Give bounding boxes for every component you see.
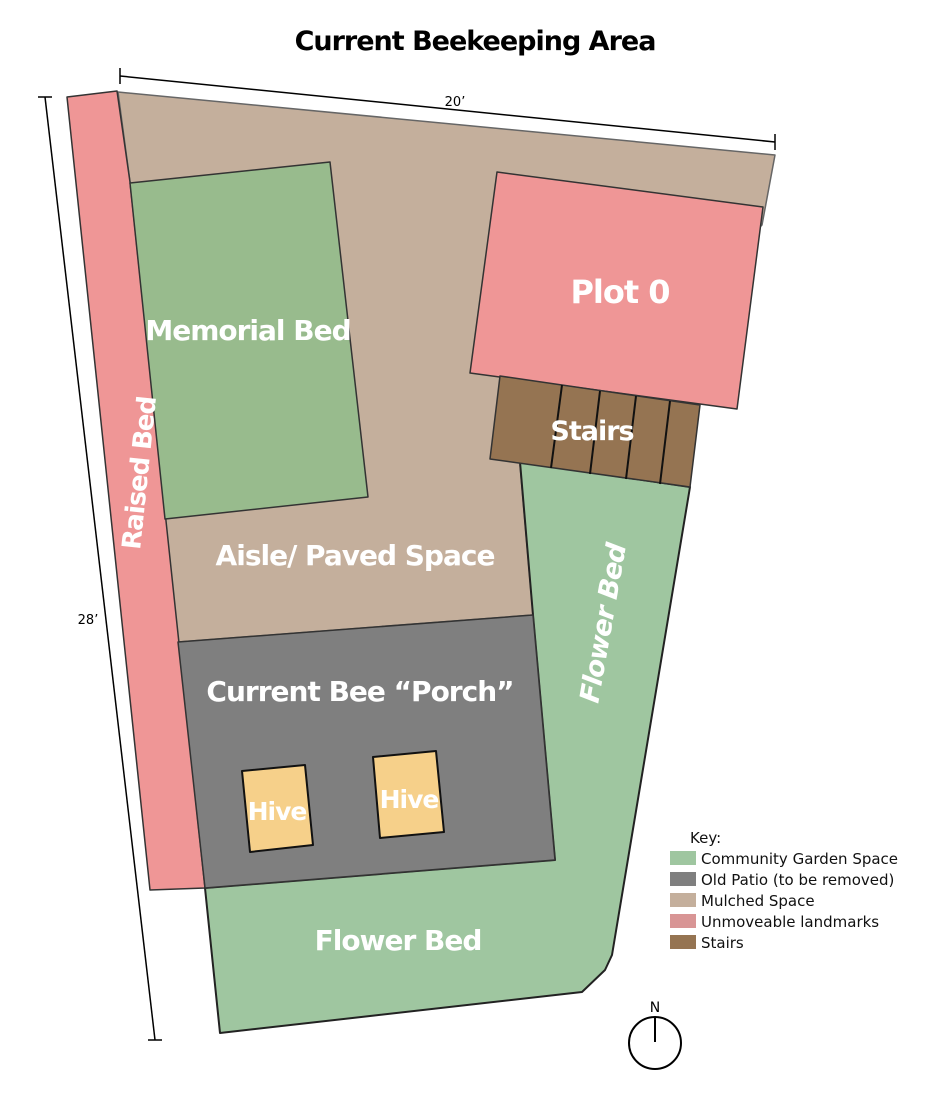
stairs-label: Stairs xyxy=(550,416,633,447)
diagram-title: Current Beekeeping Area xyxy=(295,26,656,57)
hive-2-label: Hive xyxy=(380,785,439,814)
memorial-bed-label: Memorial Bed xyxy=(145,314,350,347)
stairs xyxy=(489,375,701,488)
hive-1 xyxy=(241,764,314,853)
legend-swatch-mulched xyxy=(670,893,696,907)
porch-label: Current Bee “Porch” xyxy=(206,675,513,708)
plot-0 xyxy=(469,171,764,410)
legend-title: Key: xyxy=(690,829,721,847)
legend-swatch-stairs xyxy=(670,935,696,949)
legend-label: Old Patio (to be removed) xyxy=(701,871,894,889)
aisle-label: Aisle/ Paved Space xyxy=(216,539,495,572)
legend: Key: Community Garden Space Old Patio (t… xyxy=(670,829,898,952)
legend-swatch-community-garden xyxy=(670,851,696,865)
north-arrow-icon xyxy=(628,1016,682,1070)
width-dimension xyxy=(119,68,776,150)
flower-bed-bottom-label: Flower Bed xyxy=(315,924,482,957)
legend-label: Stairs xyxy=(701,934,744,952)
hive-2 xyxy=(372,750,445,839)
memorial-bed xyxy=(129,161,369,520)
plot-0-label: Plot 0 xyxy=(570,273,669,311)
legend-label: Mulched Space xyxy=(701,892,815,910)
hive-1-label: Hive xyxy=(248,797,307,826)
legend-swatch-landmarks xyxy=(670,914,696,928)
north-label: N xyxy=(650,1000,660,1016)
old-patio xyxy=(177,614,556,889)
legend-label: Unmoveable landmarks xyxy=(701,913,879,931)
length-dimension xyxy=(38,96,162,1041)
legend-swatch-old-patio xyxy=(670,872,696,886)
legend-label: Community Garden Space xyxy=(701,850,898,868)
length-label: 28’ xyxy=(78,613,99,628)
raised-bed xyxy=(66,90,206,891)
width-label: 20’ xyxy=(445,95,466,110)
